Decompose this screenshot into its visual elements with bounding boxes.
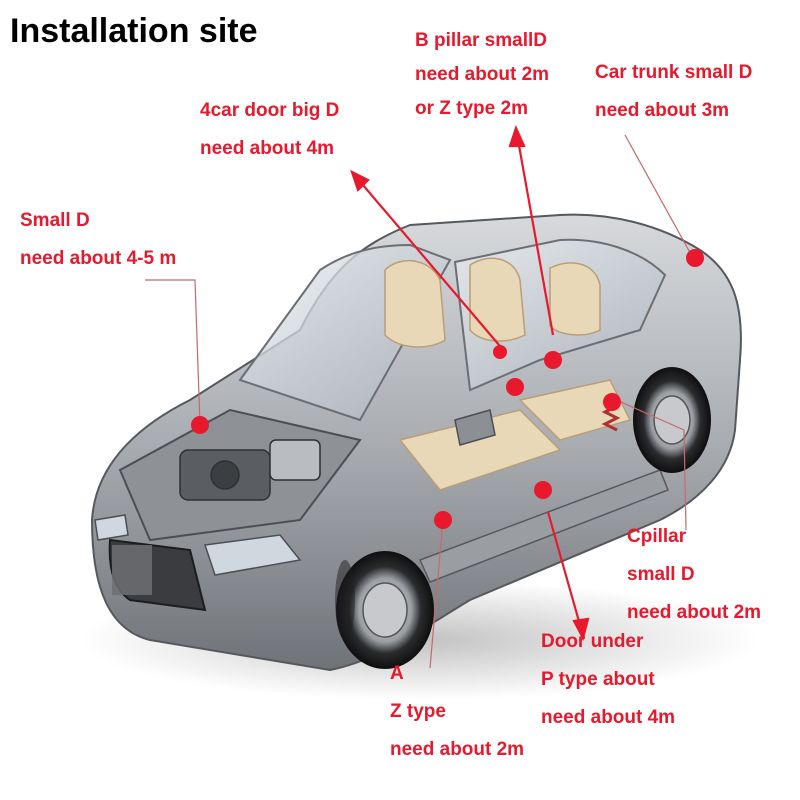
label-line: Door under (541, 631, 644, 652)
label-a-pillar: A Z type need about 2m (390, 655, 524, 769)
front-wheel-far (335, 560, 355, 640)
label-line: need about 4m (541, 707, 676, 728)
label-line: need about 2m (627, 602, 762, 623)
label-line: P type about (541, 669, 655, 690)
blurred-logo (112, 545, 152, 595)
label-line: need about 2m (390, 739, 525, 760)
side-sill (418, 469, 669, 583)
label-line: small D (627, 564, 695, 585)
label-line: Small D (20, 210, 90, 231)
marker-door-upper (493, 345, 507, 359)
headlight-right (94, 514, 129, 541)
marker-c-pillar (603, 393, 621, 411)
label-line: need about 4m (200, 138, 335, 159)
label-line: need about 4-5 m (20, 248, 177, 269)
engine (179, 439, 321, 501)
pointer-arrows (350, 124, 590, 642)
label-line: or Z type 2m (415, 98, 528, 119)
marker-door (506, 378, 524, 396)
label-line: B pillar smallD (415, 30, 547, 51)
headlight-left (204, 534, 302, 576)
marker-dots (191, 249, 704, 529)
label-door: 4car door big D need about 4m (200, 92, 339, 168)
label-line: A (390, 663, 404, 684)
label-small-d: Small D need about 4-5 m (20, 202, 176, 278)
label-trunk: Car trunk small D need about 3m (595, 54, 752, 130)
marker-trunk (686, 249, 704, 267)
marker-a-pillar (434, 511, 452, 529)
label-line: 4car door big D (200, 100, 340, 121)
label-door-under: Door under P type about need about 4m (541, 623, 675, 737)
label-line: need about 3m (595, 100, 730, 121)
leader-lines (145, 134, 694, 669)
label-line: Car trunk small D (595, 62, 753, 83)
label-line: need about 2m (415, 64, 550, 85)
marker-small-d (191, 416, 209, 434)
label-line: Z type (390, 701, 446, 722)
label-b-pillar: B pillar smallD need about 2m or Z type … (415, 24, 549, 126)
page-title: Installation site (10, 12, 258, 50)
label-c-pillar: Cpillar small D need about 2m (627, 518, 761, 632)
marker-door-under (534, 481, 552, 499)
rear-wheel (633, 367, 711, 473)
marker-b-pillar (544, 351, 562, 369)
label-line: Cpillar (627, 526, 687, 547)
side-mirror (454, 409, 496, 446)
